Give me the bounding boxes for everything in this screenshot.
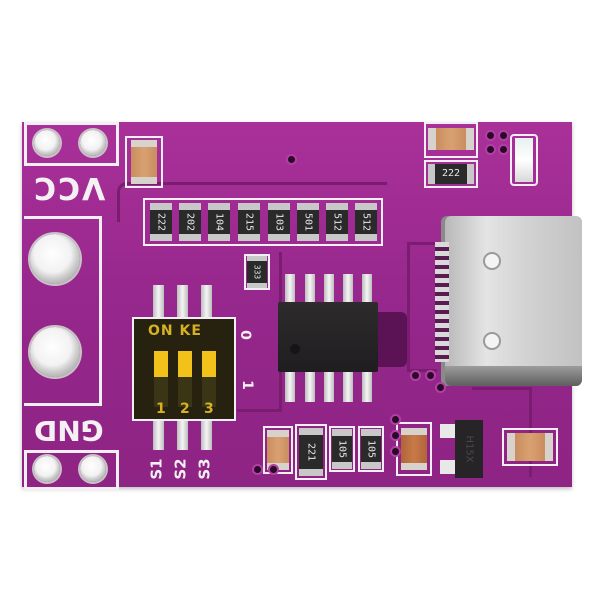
usb-c-connector[interactable]	[445, 216, 582, 386]
resistor-outline	[244, 254, 270, 290]
ic-pin1-dot	[290, 344, 300, 354]
capacitor-outline	[424, 122, 478, 158]
regulator-pad	[440, 424, 458, 438]
gnd-header-pin-1	[34, 456, 60, 482]
via	[412, 372, 419, 379]
via	[270, 466, 277, 473]
capacitor-outline	[125, 136, 163, 188]
switch-label-s3: S3	[195, 458, 214, 480]
via	[427, 372, 434, 379]
resistor-outline	[424, 160, 478, 188]
via	[392, 416, 399, 423]
trace	[472, 387, 532, 477]
capacitor	[131, 140, 157, 184]
dip-pin-top	[201, 285, 212, 317]
via	[392, 432, 399, 439]
ic-pin	[305, 368, 315, 402]
gnd-solder-pad	[30, 327, 80, 377]
dip-position-2: 2	[180, 401, 190, 417]
regulator-pad	[440, 460, 458, 474]
capacitor	[428, 128, 474, 150]
via	[500, 132, 507, 139]
dip-toggle-2[interactable]	[178, 351, 192, 407]
dip-brand-text: ON KE	[148, 323, 202, 339]
dip-pin-top	[177, 285, 188, 317]
pcb-board: VCC GND 222 202 104 215 103 501 512 512 …	[22, 122, 582, 490]
dip-switch[interactable]: ON KE 1 2 3	[132, 317, 236, 421]
ic-pin	[343, 274, 353, 306]
ic-pin	[343, 368, 353, 402]
trace	[117, 182, 387, 222]
resistor: 105	[332, 429, 352, 469]
dip-position-1: 1	[156, 401, 166, 417]
via	[487, 146, 494, 153]
via	[437, 384, 444, 391]
dip-pin-top	[153, 285, 164, 317]
dip-toggle-1[interactable]	[154, 351, 168, 407]
ic-pin	[285, 274, 295, 306]
resistor-outline	[295, 424, 327, 480]
resistor: 333	[247, 256, 267, 288]
ic-pin	[362, 274, 372, 306]
resistor-outline	[358, 426, 384, 472]
resistor: 104	[208, 203, 230, 241]
led	[515, 138, 533, 182]
vcc-solder-pad	[30, 234, 80, 284]
resistor: 215	[238, 203, 260, 241]
resistor: 105	[361, 429, 381, 469]
via	[254, 466, 261, 473]
ic-chip	[278, 302, 378, 372]
trace	[407, 242, 437, 372]
dip-pin-bottom	[201, 420, 212, 450]
capacitor	[267, 430, 289, 470]
ic-pin	[324, 368, 334, 402]
resistor: 512	[355, 203, 377, 241]
capacitor	[401, 428, 427, 470]
usb-c-tab-hole	[485, 254, 499, 268]
regulator-marking: H15X	[463, 435, 475, 463]
vcc-header-outline	[24, 122, 119, 166]
resistor: 222	[428, 164, 474, 184]
resistor: 501	[297, 203, 319, 241]
via	[500, 146, 507, 153]
vcc-header-pin-1	[34, 130, 60, 156]
power-terminal-outline	[24, 216, 102, 406]
resistor-array-outline	[143, 198, 383, 246]
vcc-header-pin-2	[80, 130, 106, 156]
switch-label-s1: S1	[147, 458, 166, 480]
capacitor-outline	[263, 426, 293, 474]
resistor: 222	[150, 203, 172, 241]
ic-pin	[324, 274, 334, 306]
off-mark: 0	[236, 330, 253, 340]
ic-pin	[285, 368, 295, 402]
capacitor	[507, 433, 553, 461]
resistor-outline	[329, 426, 355, 472]
gnd-label: GND	[34, 414, 104, 447]
voltage-regulator: H15X	[455, 420, 483, 478]
resistor: 103	[268, 203, 290, 241]
resistor: 221	[299, 428, 323, 476]
dip-position-3: 3	[204, 401, 214, 417]
usb-c-shell-edge	[445, 366, 582, 386]
via	[392, 448, 399, 455]
capacitor-outline	[502, 428, 558, 466]
usb-c-tab-hole	[485, 334, 499, 348]
on-mark: 1	[238, 380, 255, 390]
via	[288, 156, 295, 163]
gnd-header-outline	[24, 450, 119, 490]
via	[487, 132, 494, 139]
resistor: 512	[326, 203, 348, 241]
usb-c-pins	[435, 242, 449, 362]
gnd-header-pin-2	[80, 456, 106, 482]
switch-label-s2: S2	[171, 458, 190, 480]
resistor: 202	[179, 203, 201, 241]
ic-pin	[362, 368, 372, 402]
dip-toggle-3[interactable]	[202, 351, 216, 407]
ic-pin	[305, 274, 315, 306]
dip-pin-bottom	[177, 420, 188, 450]
dip-pin-bottom	[153, 420, 164, 450]
led-outline	[510, 134, 538, 186]
vcc-label: VCC	[32, 170, 106, 205]
